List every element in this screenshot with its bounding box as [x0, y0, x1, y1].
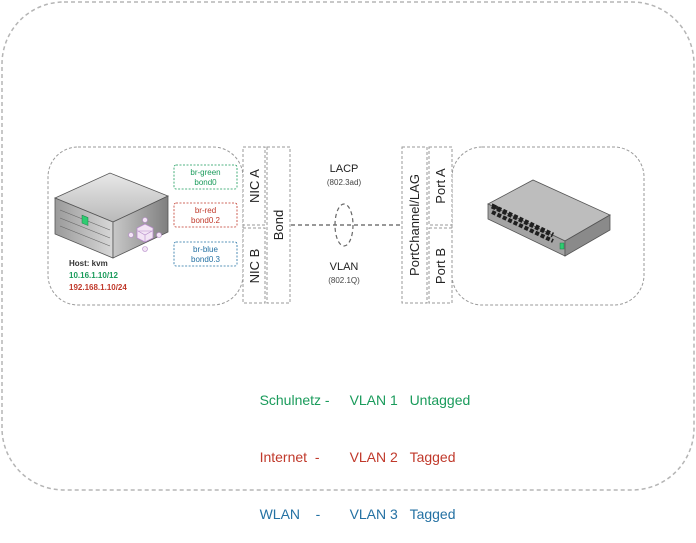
portchannel-label: PortChannel/LAG: [407, 174, 422, 276]
legend-row-internet: Internet - VLAN 2 Tagged: [244, 429, 470, 465]
legend-vlan: VLAN 3: [349, 506, 398, 522]
legend-network: WLAN -: [259, 506, 321, 522]
lacp-label: LACP: [330, 163, 359, 175]
diagram-canvas: Host: kvm 10.16.1.10/12 192.168.1.10/24 …: [1, 1, 695, 491]
host-ip-red: 192.168.1.10/24: [69, 283, 127, 292]
nic-b-box: [242, 227, 266, 304]
legend-vlan: VLAN 1: [349, 392, 398, 408]
bridge-br-red: br-red bond0.2: [173, 202, 238, 228]
legend-mode: Tagged: [409, 449, 456, 465]
host-label: Host: kvm: [69, 259, 108, 268]
bond-box: [266, 146, 291, 304]
lacp-ellipse: [334, 203, 354, 247]
host-boundary: [47, 146, 244, 306]
port-b-box: [428, 227, 453, 304]
legend-mode: Untagged: [409, 392, 471, 408]
bridge-iface: bond0: [194, 178, 217, 187]
lacp-standard: (802.3ad): [327, 178, 362, 187]
port-a-box: [428, 146, 453, 226]
vm-cube-icon: [128, 217, 162, 252]
outer-boundary: [1, 1, 695, 491]
port-b-label: Port B: [433, 248, 448, 284]
bond-label: Bond: [271, 210, 286, 240]
legend-row-schulnetz: Schulnetz - VLAN 1 Untagged: [244, 372, 471, 408]
vlan-label: VLAN: [330, 261, 359, 273]
legend-row-wlan: WLAN - VLAN 3 Tagged: [244, 486, 470, 522]
switch-icon: [487, 179, 611, 257]
bridge-iface: bond0.2: [191, 216, 220, 225]
vlan-standard: (802.1Q): [328, 276, 360, 285]
legend-mode: Tagged: [409, 506, 456, 522]
network-diagram: Host: kvm 10.16.1.10/12 192.168.1.10/24 …: [1, 1, 695, 522]
nic-b-label: NIC B: [247, 249, 262, 284]
vlan-legend: Schulnetz - VLAN 1 Untagged Internet - VLAN…: [244, 334, 471, 524]
nic-a-box: [242, 146, 266, 226]
legend-vlan: VLAN 2: [349, 449, 398, 465]
bridge-name: br-blue: [193, 245, 218, 254]
switch-boundary: [451, 146, 645, 306]
legend-network: Internet -: [259, 449, 320, 465]
bridge-br-blue: br-blue bond0.3: [173, 241, 238, 267]
legend-network: Schulnetz -: [259, 392, 330, 408]
server-icon: [53, 172, 170, 259]
bridge-name: br-red: [195, 206, 216, 215]
nic-a-label: NIC A: [247, 169, 262, 203]
bridge-name: br-green: [190, 168, 220, 177]
bridge-br-green: br-green bond0: [173, 164, 238, 190]
host-ip-green: 10.16.1.10/12: [69, 271, 118, 280]
bridge-iface: bond0.3: [191, 255, 220, 264]
portchannel-box: [401, 146, 428, 304]
port-a-label: Port A: [433, 168, 448, 204]
